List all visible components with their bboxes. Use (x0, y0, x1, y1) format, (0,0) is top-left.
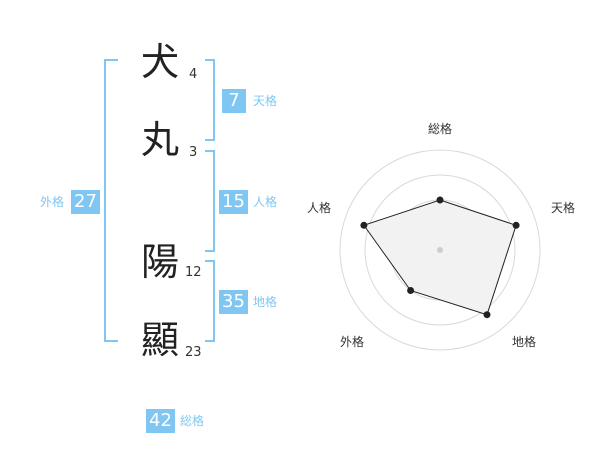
radar-point-4 (407, 287, 415, 294)
radar-series-polygon (363, 199, 517, 316)
radar-point-5 (360, 221, 368, 229)
chikaku-label: 地格 (253, 295, 278, 309)
radar-ring-3 (364, 174, 516, 326)
tenkaku-label: 天格 (253, 94, 278, 108)
soukaku-label: 総格 (180, 414, 205, 428)
stroke-count-1: 4 (189, 67, 198, 82)
radar-axis-label-tenkaku: 天格 (551, 200, 575, 215)
jinkaku-label: 人格 (253, 195, 278, 209)
name-char-3: 陽 (141, 240, 180, 284)
jinkaku-bracket (205, 150, 215, 252)
gaikaku-label: 外格 (40, 195, 65, 209)
stroke-count-3: 12 (185, 265, 202, 280)
radar-axis-label-jinkaku: 人格 (307, 200, 331, 215)
stroke-count-2: 3 (189, 145, 198, 160)
chikaku-bracket (205, 260, 215, 342)
radar-point-1 (436, 196, 444, 204)
radar-point-3 (483, 311, 491, 319)
soukaku-value: 42 (146, 409, 175, 433)
radar-ring-4 (339, 149, 541, 351)
chikaku-value: 35 (219, 290, 248, 314)
radar-axis-label-chikaku: 地格 (512, 334, 536, 349)
name-char-2: 丸 (141, 118, 180, 162)
name-char-4: 顯 (141, 318, 180, 362)
gaikaku-bracket (104, 59, 118, 342)
radar-point-2 (512, 221, 520, 229)
radar-axis-label-gaikaku: 外格 (340, 334, 364, 349)
radar-axis-label-soukaku: 総格 (428, 121, 452, 136)
stroke-count-4: 23 (185, 345, 202, 360)
tenkaku-bracket (205, 59, 215, 141)
gaikaku-value: 27 (71, 190, 100, 214)
name-char-1: 犬 (141, 40, 180, 84)
jinkaku-value: 15 (219, 190, 248, 214)
radar-center-dot (437, 247, 443, 253)
tenkaku-value: 7 (222, 89, 246, 113)
